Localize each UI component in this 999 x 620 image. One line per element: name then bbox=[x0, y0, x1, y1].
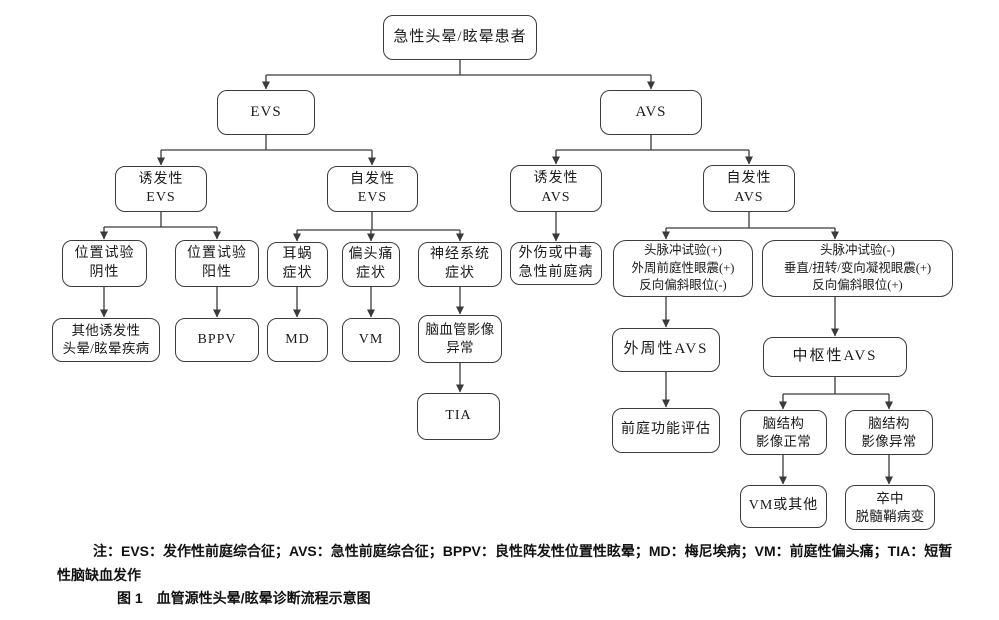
node-md: MD bbox=[267, 318, 328, 362]
node-hit-positive: 头脉冲试验(+) 外周前庭性眼震(+) 反向偏斜眼位(-) bbox=[613, 240, 753, 297]
node-other-induced-disease: 其他诱发性 头晕/眩晕疾病 bbox=[52, 318, 160, 362]
node-induced-evs: 诱发性 EVS bbox=[115, 166, 207, 212]
node-migraine-symptoms: 偏头痛 症状 bbox=[342, 242, 400, 287]
node-trauma-or-toxic-vestibulopathy: 外伤或中毒 急性前庭病 bbox=[510, 242, 602, 285]
node-avs: AVS bbox=[600, 90, 702, 135]
node-root: 急性头晕/眩晕患者 bbox=[383, 15, 537, 60]
node-position-test-positive: 位置试验 阳性 bbox=[175, 240, 259, 287]
node-cerebrovascular-imaging-abnormal: 脑血管影像 异常 bbox=[418, 315, 502, 363]
node-tia: TIA bbox=[417, 393, 500, 440]
node-peripheral-avs: 外周性AVS bbox=[612, 328, 720, 372]
node-brain-imaging-abnormal: 脑结构 影像异常 bbox=[845, 410, 933, 455]
node-spontaneous-evs: 自发性 EVS bbox=[327, 166, 418, 212]
node-brain-imaging-normal: 脑结构 影像正常 bbox=[740, 410, 827, 455]
node-position-test-negative: 位置试验 阴性 bbox=[62, 240, 147, 287]
node-vm-or-other: VM或其他 bbox=[740, 485, 827, 528]
figure-caption: 图 1 血管源性头晕/眩晕诊断流程示意图 bbox=[117, 590, 371, 606]
node-vm: VM bbox=[342, 318, 400, 362]
node-cochlear-symptoms: 耳蜗 症状 bbox=[267, 242, 328, 287]
node-bppv: BPPV bbox=[175, 318, 259, 362]
node-vestibular-function-evaluation: 前庭功能评估 bbox=[612, 408, 720, 453]
node-central-avs: 中枢性AVS bbox=[763, 337, 907, 377]
node-spontaneous-avs: 自发性 AVS bbox=[703, 165, 795, 212]
node-hit-negative: 头脉冲试验(-) 垂直/扭转/变向凝视眼震(+) 反向偏斜眼位(+) bbox=[762, 240, 953, 297]
node-neurological-symptoms: 神经系统 症状 bbox=[418, 242, 502, 287]
node-evs: EVS bbox=[217, 90, 315, 135]
abbreviation-note-line2: 性脑缺血发作 bbox=[57, 567, 141, 583]
abbreviation-note-line1: 注：EVS：发作性前庭综合征；AVS：急性前庭综合征；BPPV：良性阵发性位置性… bbox=[93, 543, 953, 559]
node-stroke-demyelination: 卒中 脱髓鞘病变 bbox=[845, 485, 935, 530]
node-induced-avs: 诱发性 AVS bbox=[510, 165, 602, 212]
